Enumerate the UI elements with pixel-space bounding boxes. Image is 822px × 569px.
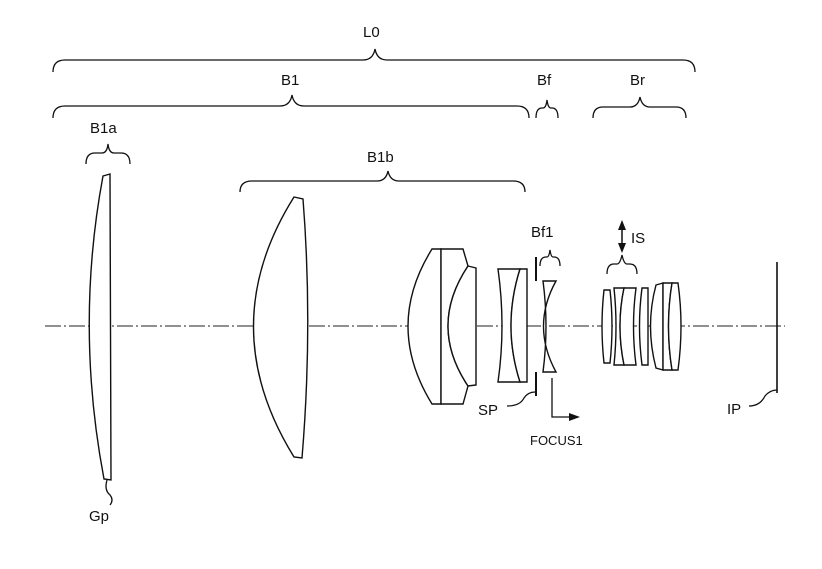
label-sp: SP	[478, 402, 498, 419]
label-l0: L0	[363, 24, 380, 41]
focus-arrow-head	[569, 413, 580, 421]
lens-b1b-rear-2	[510, 268, 528, 383]
bracket-b1b	[239, 170, 526, 193]
sp-leader-line	[506, 391, 536, 407]
lens-b1b-element-1	[407, 248, 442, 405]
is-arrow-head-down	[618, 243, 626, 253]
label-b1: B1	[281, 72, 299, 89]
label-gp: Gp	[89, 508, 109, 525]
is-arrow-head-up	[618, 220, 626, 230]
bracket-bf	[535, 99, 559, 119]
lens-br-1	[601, 289, 613, 364]
ip-leader-line	[748, 389, 778, 407]
label-bf: Bf	[537, 72, 552, 89]
bracket-b1a	[85, 143, 131, 165]
lens-b1b-element-3	[447, 265, 477, 387]
bracket-bf1	[539, 249, 561, 267]
label-br: Br	[630, 72, 645, 89]
lens-br-is-2	[619, 287, 637, 366]
label-b1a: B1a	[90, 120, 117, 137]
label-is: IS	[631, 230, 645, 247]
bracket-br	[592, 96, 687, 119]
bracket-l0	[52, 48, 696, 73]
gp-leader-line	[105, 479, 113, 506]
bracket-b1	[52, 94, 530, 119]
lens-br-2	[638, 287, 649, 366]
focus-arrow-line	[551, 378, 572, 418]
label-bf1: Bf1	[531, 224, 554, 241]
label-b1b: B1b	[367, 149, 394, 166]
label-focus1: FOCUS1	[530, 433, 583, 448]
lens-b1b-positive	[252, 196, 309, 459]
lens-b1a-front	[88, 173, 112, 481]
lens-br-5	[667, 282, 682, 371]
label-ip: IP	[727, 401, 741, 418]
lens-br-3	[649, 282, 664, 371]
lens-bf1-focus	[542, 280, 558, 373]
bracket-is	[606, 254, 638, 275]
